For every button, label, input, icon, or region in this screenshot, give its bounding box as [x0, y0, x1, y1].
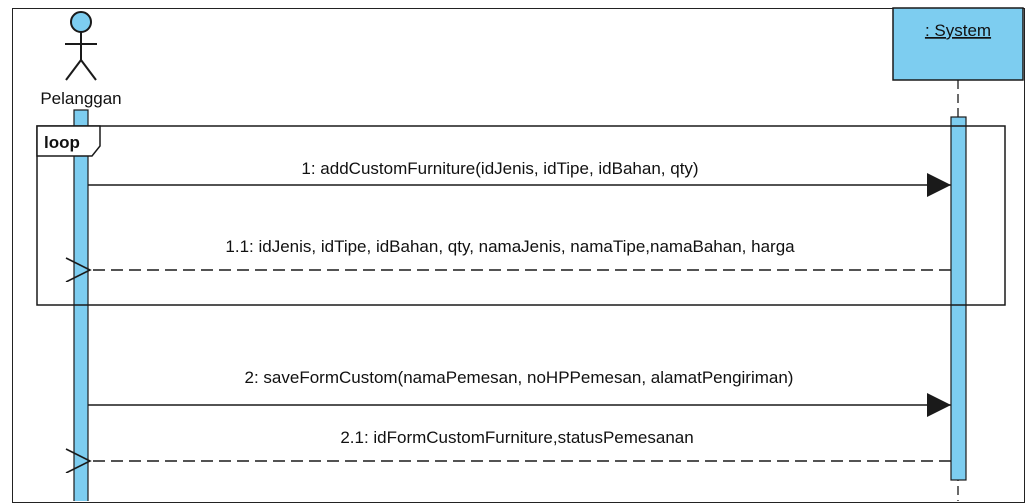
actor-pelanggan: Pelanggan — [40, 11, 122, 108]
loop-frame — [36, 125, 1006, 306]
system-box — [892, 7, 1024, 81]
system-name: : System — [925, 21, 991, 40]
system-activation-bar — [950, 116, 967, 481]
actor-head — [70, 11, 92, 33]
system-object: : System — [892, 7, 1024, 81]
loop-operator-label: loop — [44, 133, 80, 152]
message-return-furniture-details: 1.1: idJenis, idTipe, idBahan, qty, nama… — [90, 237, 951, 270]
message-return-form-status: 2.1: idFormCustomFurniture,statusPemesan… — [90, 428, 951, 461]
message-save-form-custom: 2: saveFormCustom(namaPemesan, noHPPemes… — [88, 368, 951, 417]
loop-operator-tab — [36, 125, 101, 157]
message-add-custom-furniture: 1: addCustomFurniture(idJenis, idTipe, i… — [88, 159, 951, 197]
actor-left-leg — [65, 59, 82, 81]
message-label: 1.1: idJenis, idTipe, idBahan, qty, nama… — [225, 237, 795, 256]
actor-right-leg — [80, 59, 97, 81]
message-label: 2: saveFormCustom(namaPemesan, noHPPemes… — [245, 368, 794, 387]
loop-fragment: loop — [36, 125, 1006, 306]
actor-name: Pelanggan — [40, 89, 121, 108]
message-label: 2.1: idFormCustomFurniture,statusPemesan… — [340, 428, 693, 447]
message-label: 1: addCustomFurniture(idJenis, idTipe, i… — [301, 159, 698, 178]
